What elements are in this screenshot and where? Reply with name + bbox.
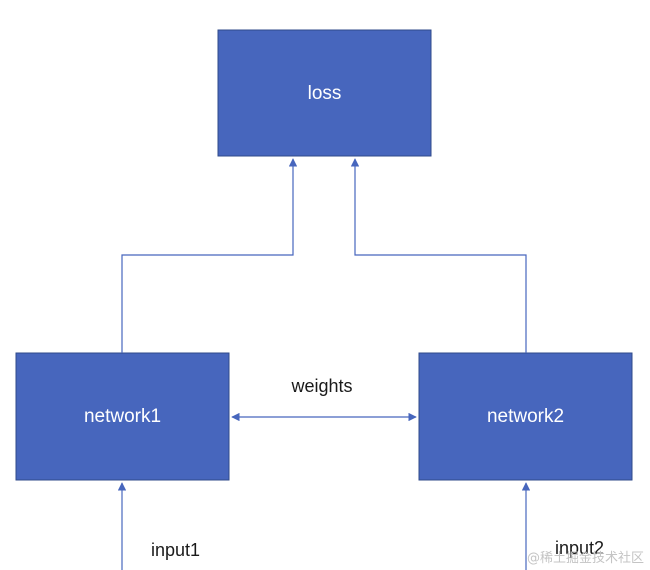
node-network1-label: network1 [84,406,161,427]
node-network1-box [15,352,230,481]
node-loss-label: loss [308,83,342,104]
edge-input2-label: input2 [555,538,604,558]
node-loss: loss [217,29,432,157]
edge-network2-to-loss [350,158,527,353]
node-network2-label: network2 [487,406,564,427]
edge-network1-to-loss [121,158,298,353]
node-loss-box [217,29,432,157]
node-network1: network1 [15,352,230,481]
node-network2: network2 [418,352,633,481]
edge-weights-label: weights [290,376,352,396]
edge-input1-label: input1 [151,540,200,560]
watermark-text: @稀土掘金技术社区 [527,550,644,566]
